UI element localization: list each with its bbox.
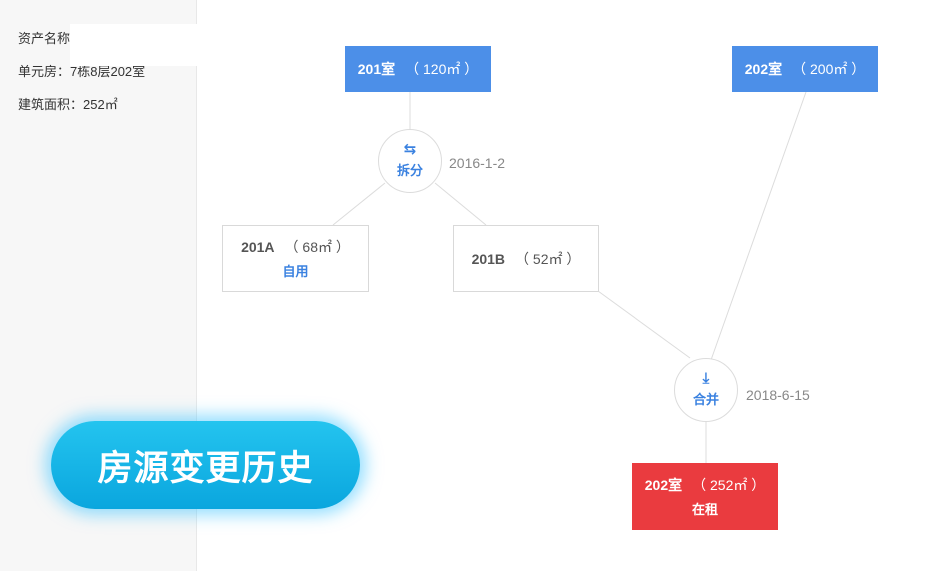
- room-number: 201室: [357, 61, 396, 77]
- housing-change-history-button[interactable]: 房源变更历史: [51, 421, 360, 509]
- merge-download-icon: ⤓: [702, 370, 710, 387]
- room-node-201B[interactable]: 201B （ 52㎡ ）: [453, 225, 599, 292]
- unit-value: 7栋8层202室: [70, 64, 146, 79]
- room-status: 在租: [691, 502, 718, 517]
- area-label: 建筑面积：: [18, 97, 84, 112]
- link-split-201A: [332, 182, 386, 226]
- unit-row: 单元房：7栋8层202室: [18, 61, 145, 80]
- merge-label: 合并: [692, 392, 719, 407]
- room-area: （ 252㎡ ）: [692, 477, 766, 493]
- split-arrows-icon: ⇆: [403, 141, 417, 158]
- room-number: 202室: [744, 61, 783, 77]
- room-number: 201A: [241, 239, 275, 255]
- unit-label: 单元房：: [18, 64, 71, 79]
- merge-event-node[interactable]: ⤓ 合并: [674, 358, 738, 422]
- overlay-patch: [70, 24, 202, 66]
- split-label: 拆分: [396, 163, 423, 178]
- link-202-merge: [710, 91, 807, 361]
- room-area: （ 52㎡ ）: [515, 250, 581, 267]
- asset-name-label: 资产名称: [18, 31, 71, 46]
- room-node-201[interactable]: 201室 （ 120㎡ ）: [345, 46, 491, 92]
- room-status: 自用: [282, 264, 309, 279]
- room-area: （ 68㎡ ）: [284, 239, 350, 255]
- asset-name-row: 资产名称: [18, 28, 70, 47]
- room-area: （ 200㎡ ）: [792, 61, 866, 77]
- split-event-node[interactable]: ⇆ 拆分: [378, 129, 442, 193]
- room-number: 202室: [644, 477, 683, 493]
- link-201B-merge: [597, 290, 691, 359]
- area-row: 建筑面积：252㎡: [18, 94, 118, 113]
- area-value: 252㎡: [83, 97, 118, 112]
- room-node-202-original[interactable]: 202室 （ 200㎡ ）: [732, 46, 878, 92]
- room-node-202-merged[interactable]: 202室 （ 252㎡ ） 在租: [632, 463, 778, 530]
- merge-date: 2018-6-15: [746, 387, 810, 403]
- room-node-201A[interactable]: 201A （ 68㎡ ） 自用: [222, 225, 369, 292]
- split-date: 2016-1-2: [449, 155, 506, 171]
- room-area: （ 120㎡ ）: [405, 61, 479, 77]
- room-number: 201B: [471, 250, 506, 267]
- link-split-201B: [434, 182, 487, 226]
